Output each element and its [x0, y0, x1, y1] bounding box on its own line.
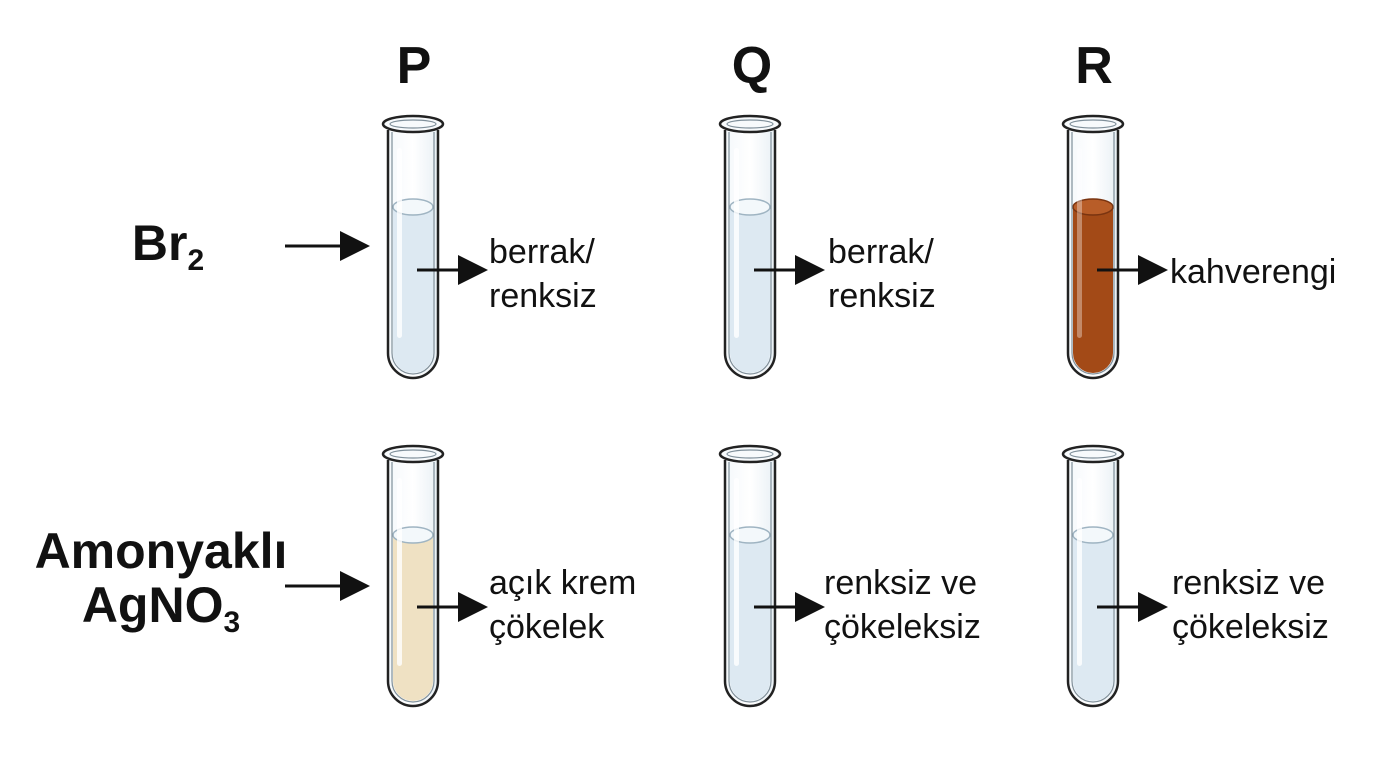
tubes-layer — [381, 114, 1168, 708]
liquid-surface — [729, 198, 771, 216]
liquid-surface — [1072, 526, 1114, 544]
test-tube-agno3-q — [718, 444, 825, 708]
observation-br2-r: kahverengi — [1170, 253, 1337, 291]
liquid-surface — [392, 526, 434, 544]
liquid — [730, 207, 770, 373]
liquid — [730, 535, 770, 701]
column-label-p: P — [396, 37, 432, 95]
column-label-q: Q — [731, 37, 773, 95]
liquid — [1073, 535, 1113, 701]
liquid — [1073, 207, 1113, 373]
liquid — [393, 535, 433, 701]
liquid — [393, 207, 433, 373]
observation-br2-p: berrak/renksiz — [489, 233, 597, 315]
test-tube-agno3-r — [1061, 444, 1168, 708]
reagent-agno3: AgNO3 — [81, 577, 241, 639]
reagent-br-subscript: 2 — [187, 244, 205, 277]
row-label-br2: Br2 — [118, 216, 218, 288]
reagent-agno3-subscript: 3 — [223, 606, 241, 639]
liquid-surface — [1072, 198, 1114, 216]
test-tube-br2-r — [1061, 114, 1168, 380]
row-label-agno3: Amonyaklı AgNO3 — [30, 524, 292, 650]
reagent-ammoniacal: Amonyaklı — [34, 523, 288, 579]
liquid-surface — [729, 526, 771, 544]
reagent-br: Br — [131, 215, 188, 271]
column-label-r: R — [1075, 37, 1113, 95]
liquid-surface — [392, 198, 434, 216]
test-tube-br2-q — [718, 114, 825, 380]
test-tube-agno3-p — [381, 444, 488, 708]
observation-br2-q: berrak/renksiz — [828, 233, 936, 315]
test-tube-br2-p — [381, 114, 488, 380]
